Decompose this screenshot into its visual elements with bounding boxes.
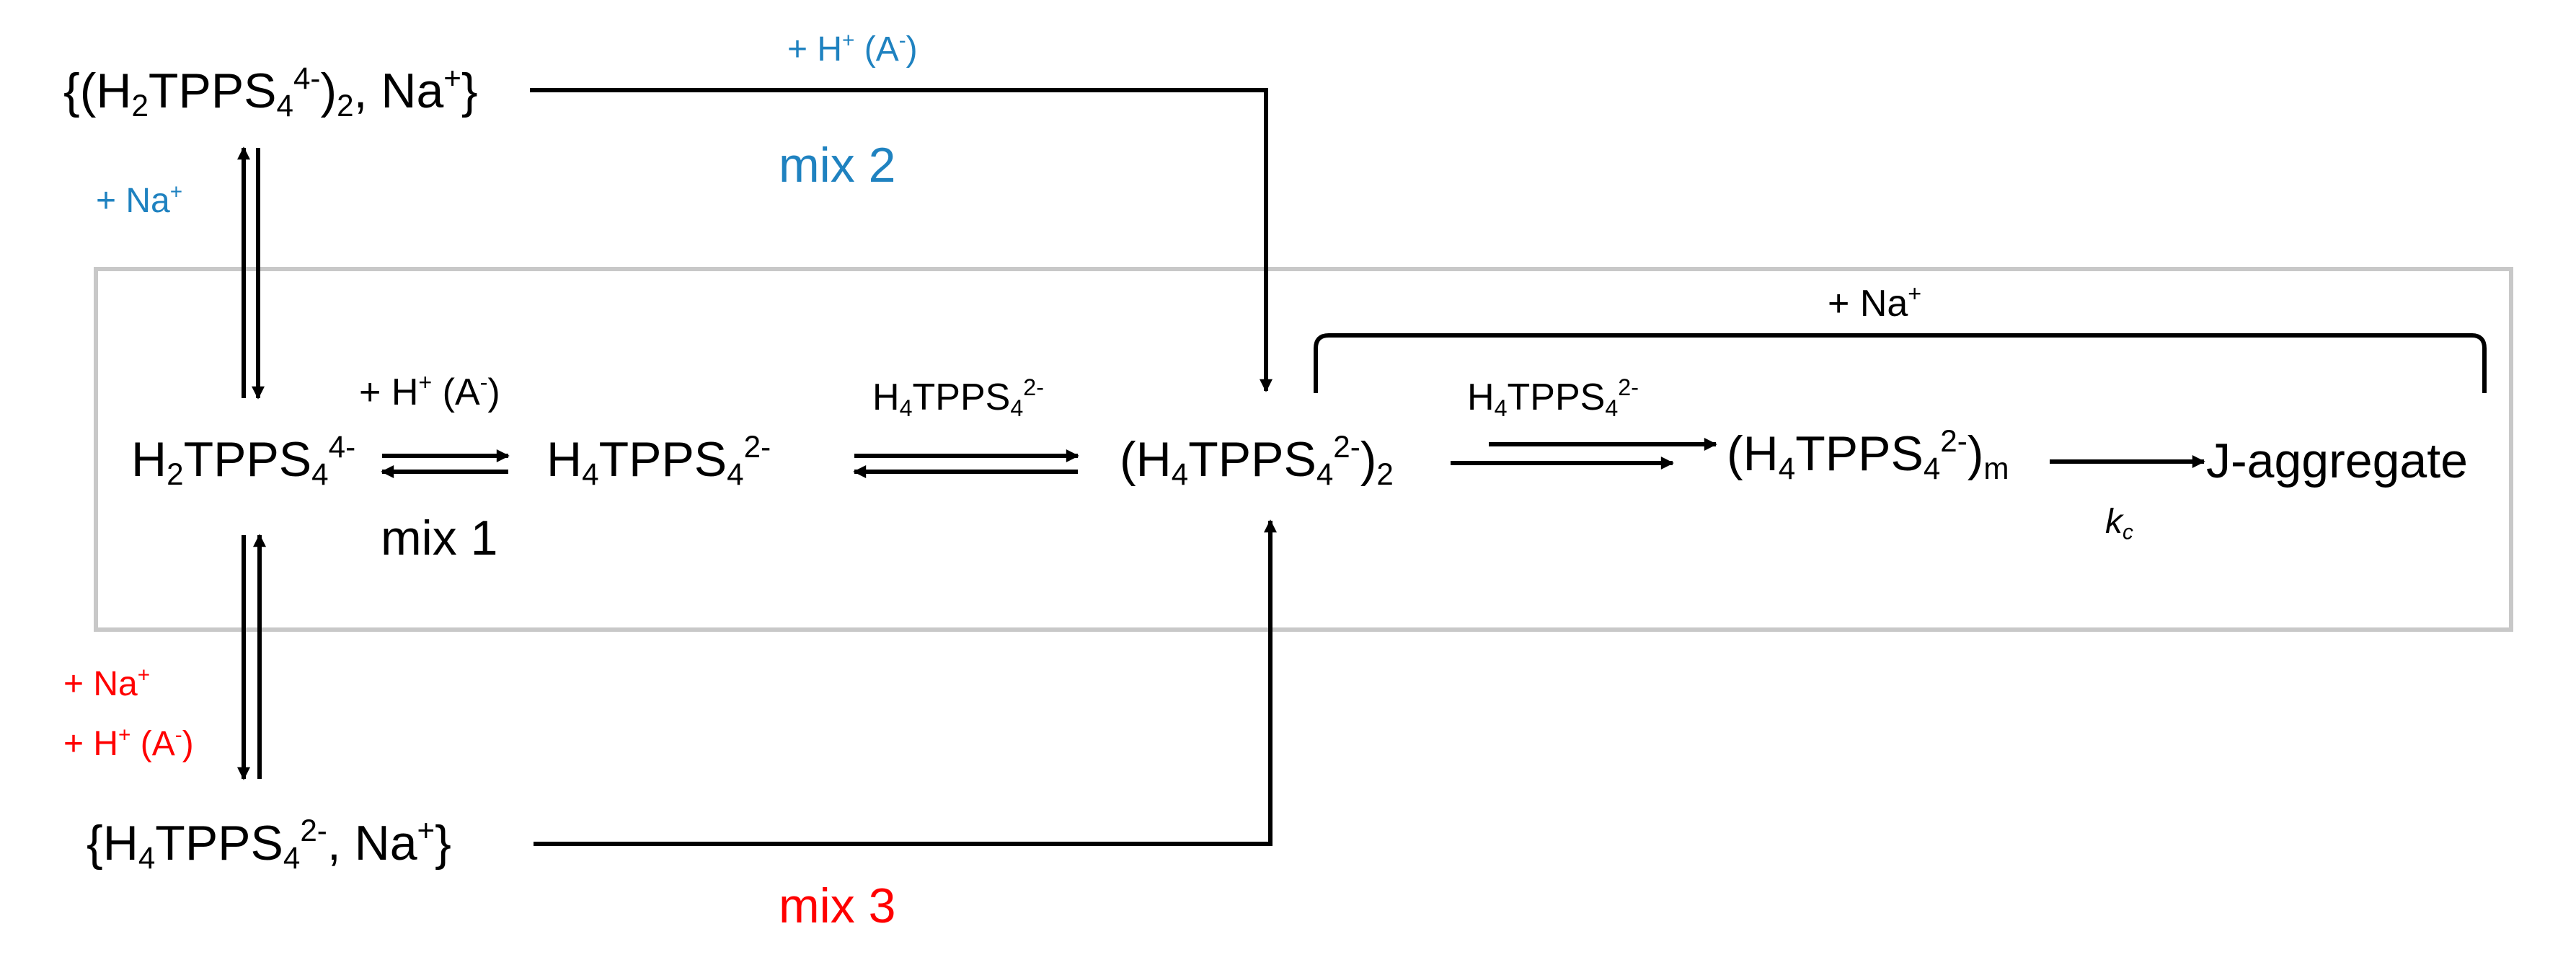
sodium-dimer-complex: {(H2TPPS44-)2, Na+} <box>63 61 478 123</box>
dimerization-reagent-label: H4TPPS42- <box>872 374 1044 422</box>
left-sodium-label: + Na+ <box>96 180 183 220</box>
pathway-box <box>94 267 2513 632</box>
mix2-path-arrow <box>530 88 1272 392</box>
mix1-acid-label: + H+ (A-) <box>359 369 500 413</box>
bracket-sodium-label: + Na+ <box>1828 281 1922 325</box>
mix3-path-arrow <box>534 519 1277 846</box>
mix2-label: mix 2 <box>779 138 896 193</box>
h4tpps-monomer: H4TPPS42- <box>546 429 771 491</box>
mix3-label: mix 3 <box>779 878 896 933</box>
h4tpps-oligomer: (H4TPPS42-)m <box>1727 423 2009 485</box>
h2tpps-monomer: H2TPPS44- <box>131 429 356 491</box>
bottom-acid-label: + H+ (A-) <box>63 723 194 763</box>
sodium-h4tpps-complex: {H4TPPS42-, Na+} <box>87 813 451 875</box>
mix2-acid-label: + H+ (A-) <box>787 28 918 69</box>
h4tpps-dimer: (H4TPPS42-)2 <box>1120 429 1394 491</box>
na-bracket <box>1314 333 2487 393</box>
mix1-label: mix 1 <box>381 511 498 565</box>
bottom-sodium-label: + Na+ <box>63 663 151 703</box>
rate-constant-label: kc <box>2105 503 2133 545</box>
j-aggregate: J-aggregate <box>2206 433 2468 488</box>
growth-reagent-label: H4TPPS42- <box>1467 374 1639 422</box>
